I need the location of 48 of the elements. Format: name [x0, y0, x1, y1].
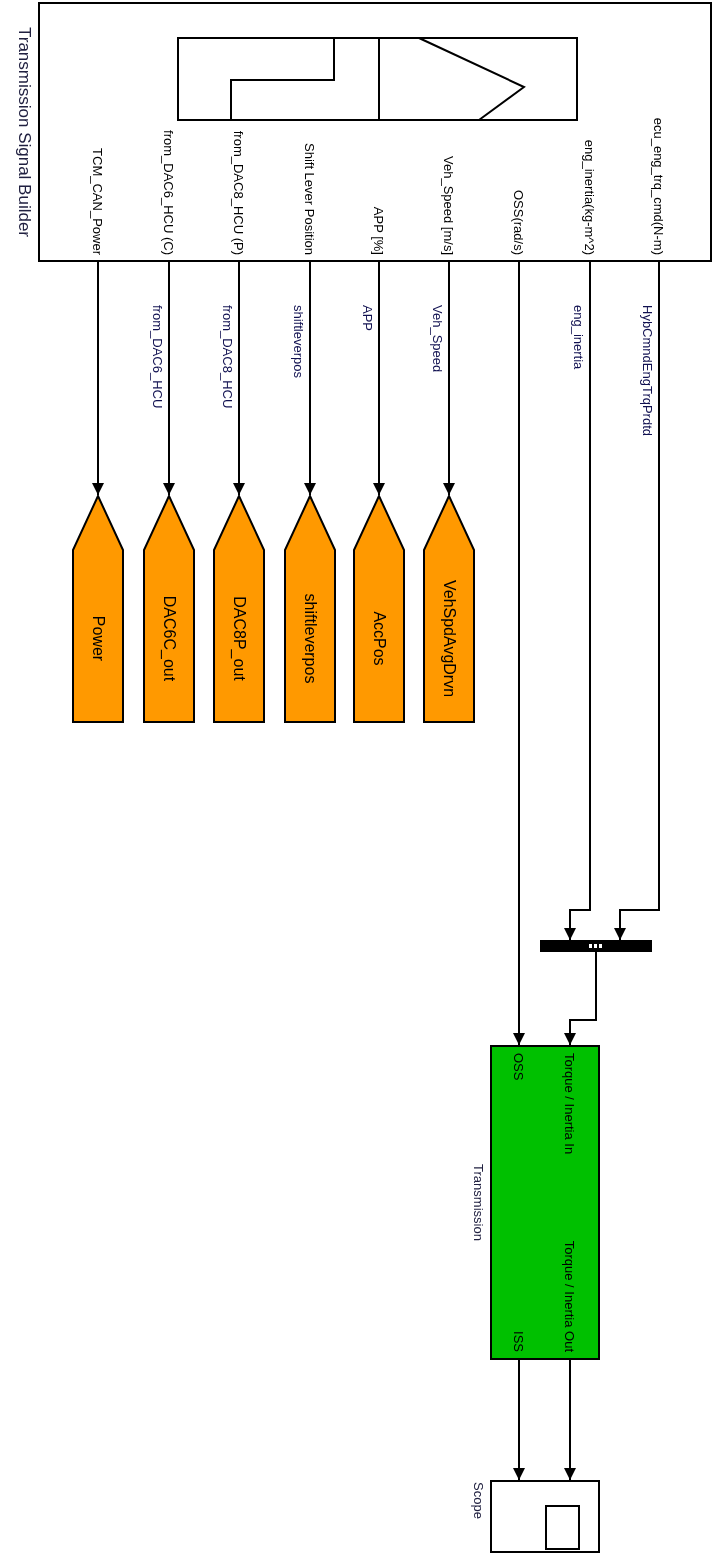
- signal-arrow: [513, 261, 525, 1046]
- signal-arrow: [564, 261, 591, 941]
- signal-label: from_DAC8_HCU: [220, 305, 235, 409]
- goto-tag-block: [143, 495, 195, 722]
- goto-tag-block: [213, 495, 265, 722]
- port-label: APP [%]: [371, 206, 386, 255]
- signal-arrow: [233, 261, 245, 496]
- block-label: DAC8P_out: [230, 595, 248, 683]
- signal-label: from_DAC6_HCU: [150, 305, 165, 409]
- block-label: DAC6C_out: [160, 594, 178, 684]
- goto-tag-block: [284, 495, 336, 722]
- signal-arrow: [304, 261, 316, 496]
- port-label: from_DAC8_HCU (P): [231, 130, 246, 255]
- signal-arrow: [92, 261, 104, 496]
- block-title: Transmission: [471, 1164, 486, 1241]
- signal-arrow: [513, 1359, 525, 1481]
- port-label: OSS: [511, 1053, 526, 1081]
- port-label: Torque / Inertia Out: [562, 1240, 577, 1352]
- signal-arrow: [443, 261, 455, 496]
- block-title: Transmission Signal Builder: [17, 26, 32, 238]
- goto-tag-block: [72, 495, 124, 722]
- port-label: eng_inertia(kg-m^2): [582, 139, 597, 255]
- signal-arrow: [564, 1359, 576, 1481]
- signal-arrow: [564, 951, 597, 1046]
- port-label: from_DAC6_HCU (C): [161, 130, 176, 255]
- signal-label: Veh_Speed: [430, 305, 445, 373]
- port-label: OSS(rad/s): [511, 190, 526, 255]
- port-label: Shift Lever Position: [302, 143, 317, 255]
- goto-tag-block: [423, 495, 475, 722]
- signal-label: HybCmndEngTrqPrdtd: [640, 305, 655, 436]
- block-label: shiftleverpos: [301, 592, 319, 686]
- block-label: VehSpdAvgDrvn: [440, 578, 458, 700]
- port-label: ISS: [511, 1331, 526, 1352]
- port-label: ecu_eng_trq_cmd(N-m): [651, 117, 666, 255]
- goto-tag-block: [353, 495, 405, 722]
- signal-label: eng_inertia: [571, 305, 586, 370]
- port-label: Torque / Inertia In: [562, 1053, 577, 1155]
- signal-label: shiftleverpos: [291, 305, 306, 378]
- port-label: Veh_Speed [m/s]: [441, 156, 456, 255]
- port-label: TCM_CAN_Power: [90, 148, 105, 255]
- signal-arrow: [163, 261, 175, 496]
- block-title: Scope: [471, 1482, 486, 1519]
- signal-arrow: [373, 261, 385, 496]
- mux-bar: [540, 940, 652, 952]
- signal-label: APP: [360, 305, 375, 331]
- signal-arrow: [614, 261, 660, 941]
- block-label: Power: [89, 614, 107, 664]
- block-label: AccPos: [370, 610, 388, 668]
